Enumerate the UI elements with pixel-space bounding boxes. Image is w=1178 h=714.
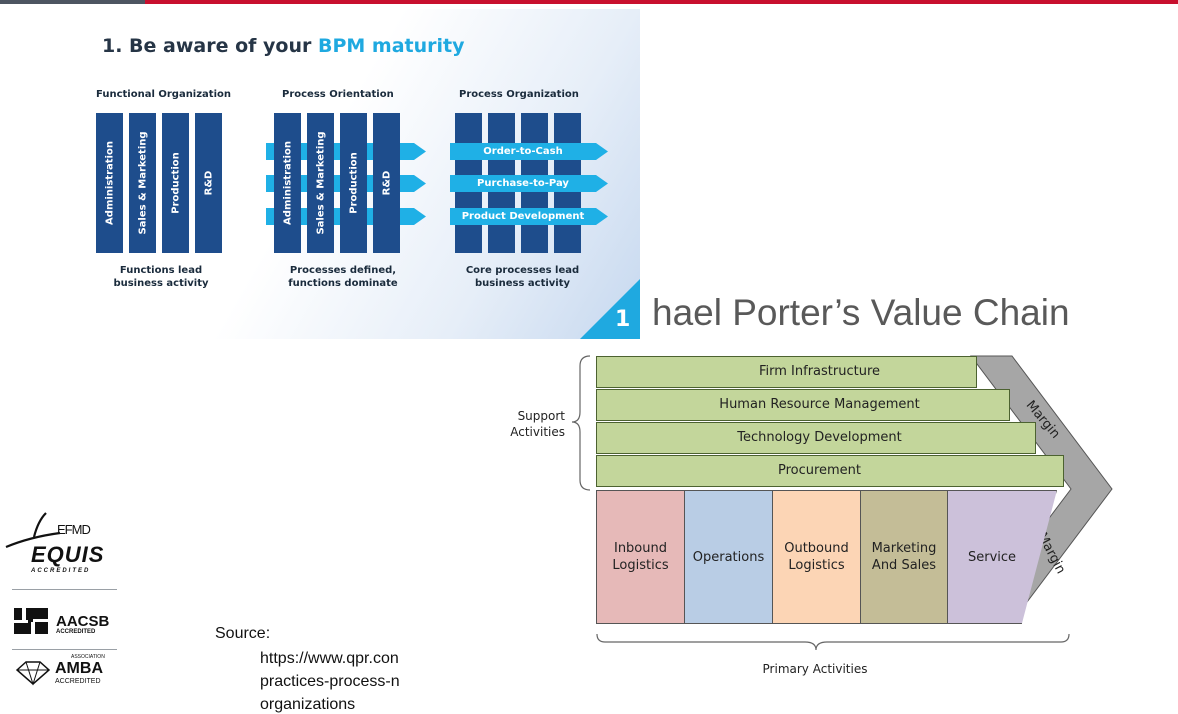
support-row-label: Human Resource Management [719, 397, 920, 412]
equis-logo-text: EQUIS [31, 542, 105, 567]
top-bar-dark [0, 0, 145, 4]
logo-divider [12, 589, 117, 590]
functional-caption-line2: business activity [113, 278, 209, 289]
primary-line2: And Sales [871, 558, 937, 573]
amba-accredited-text: ACCREDITED [55, 678, 101, 685]
organization-caption-line1: Core processes lead [465, 265, 580, 276]
primary-operations: Operations [684, 490, 773, 624]
process-arrow-label: Order-to-Cash [483, 146, 563, 157]
source-url-line: practices-process-n [260, 673, 400, 690]
support-row-label: Technology Development [737, 430, 902, 445]
organization-caption-line2: business activity [474, 278, 571, 289]
support-row-hr-management: Human Resource Management [596, 389, 1010, 421]
support-row-label: Firm Infrastructure [758, 364, 880, 379]
aacsb-accredited-text: ACCREDITED [56, 629, 96, 635]
source-url-line: https://www.qpr.con [260, 650, 399, 667]
efmd-logo-text: EFMD [57, 522, 91, 537]
top-bar-red [145, 0, 1178, 4]
process-arrow-label: Product Development [461, 211, 585, 222]
process-orientation-heading: Process Orientation [282, 89, 394, 100]
aacsb-logo-text: AACSB [56, 613, 110, 630]
orientation-column-production: Production [340, 113, 367, 253]
column-label: R&D [203, 170, 214, 196]
bpm-maturity-slide: 1. Be aware of your BPM maturity Functio… [53, 9, 640, 339]
support-brace [571, 355, 591, 491]
column-label: Administration [104, 141, 115, 225]
column-label: Sales & Marketing [315, 131, 326, 235]
functional-column-production: Production [162, 113, 189, 253]
process-arrow-label: Purchase-to-Pay [477, 178, 569, 189]
accreditation-logos: EFMD EQUIS ACCREDITED AACSB ACCREDITED A… [0, 500, 130, 705]
bpm-title-prefix: 1. Be aware of your [102, 35, 318, 57]
source-url-line: organizations [260, 696, 356, 713]
support-label-line2: Activities [510, 425, 565, 439]
logo-divider [12, 649, 117, 650]
value-chain-shapes: Margin Margin [571, 355, 1113, 651]
amba-logo-text: AMBA [55, 660, 103, 677]
primary-line1: Marketing [871, 541, 937, 556]
functional-column-rd: R&D [195, 113, 222, 253]
equis-accredited-text: ACCREDITED [31, 568, 91, 574]
column-label: R&D [381, 170, 392, 196]
value-chain-title: hael Porter’s Value Chain [652, 292, 1070, 333]
support-row-procurement: Procurement [596, 455, 1064, 487]
process-arrow-order-to-cash: Order-to-Cash [450, 143, 608, 160]
amba-diamond-icon [15, 661, 51, 686]
column-label: Sales & Marketing [137, 131, 148, 235]
functional-column-administration: Administration [96, 113, 123, 253]
bpm-title-highlight: BPM maturity [318, 35, 465, 57]
organization-caption: Core processes lead business activity [450, 264, 595, 290]
support-row-firm-infrastructure: Firm Infrastructure [596, 356, 977, 388]
orientation-caption: Processes defined, functions dominate [273, 264, 413, 290]
amba-association-text: ASSOCIATION [71, 654, 105, 660]
primary-line1: Service [968, 549, 1017, 565]
source-label: Source: [215, 625, 271, 642]
bpm-slide-title: 1. Be aware of your BPM maturity [102, 35, 465, 57]
primary-brace [596, 633, 1070, 651]
orientation-column-rd: R&D [373, 113, 400, 253]
aacsb-mark-icon [14, 608, 48, 634]
equis-swoosh-icon [5, 512, 61, 549]
column-label: Administration [282, 141, 293, 225]
primary-line1: Outbound [784, 541, 849, 556]
functional-caption-line1: Functions lead [119, 265, 203, 276]
process-organization-heading: Process Organization [459, 89, 579, 100]
column-label: Production [170, 152, 181, 214]
primary-line1: Inbound [613, 541, 667, 556]
functional-column-sales-marketing: Sales & Marketing [129, 113, 156, 253]
primary-line2: Logistics [788, 558, 845, 573]
support-label-line1: Support [517, 409, 565, 423]
primary-line2: Logistics [612, 558, 669, 573]
process-arrow-purchase-to-pay: Purchase-to-Pay [450, 175, 608, 192]
orientation-column-sales-marketing: Sales & Marketing [307, 113, 334, 253]
column-label: Production [348, 152, 359, 214]
orientation-caption-line1: Processes defined, [289, 265, 397, 276]
orientation-column-administration: Administration [274, 113, 301, 253]
support-row-technology-development: Technology Development [596, 422, 1036, 454]
functional-organization-heading: Functional Organization [96, 89, 232, 100]
primary-line1: Operations [692, 549, 765, 565]
process-arrow-product-development: Product Development [450, 208, 608, 225]
orientation-caption-line2: functions dominate [288, 278, 398, 289]
support-row-label: Procurement [777, 463, 862, 478]
slide-number: 1 [615, 307, 631, 332]
primary-activities-label: Primary Activities [762, 662, 868, 676]
functional-caption: Functions lead business activity [91, 264, 231, 290]
